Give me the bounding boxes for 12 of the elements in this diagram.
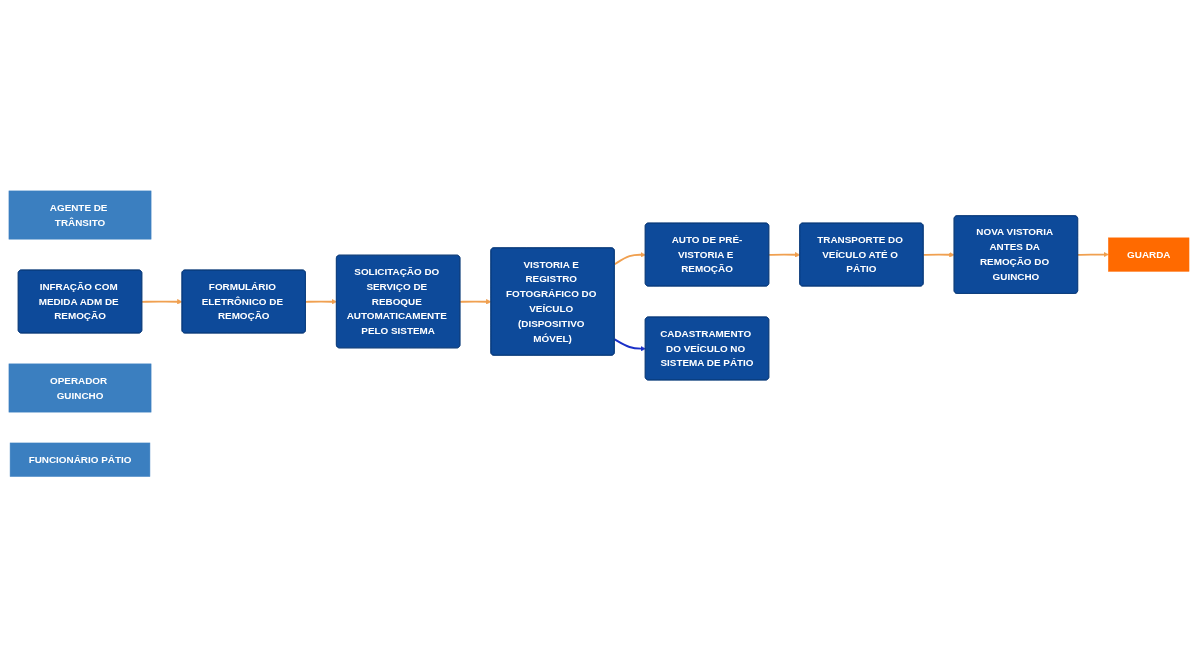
arrow <box>613 252 646 266</box>
arrow <box>768 252 801 258</box>
arrow <box>304 299 337 305</box>
arrow <box>922 252 955 258</box>
arrow <box>141 299 183 305</box>
arrow <box>613 338 646 352</box>
node-box: FUNCIONÁRIO PÁTIO <box>9 443 151 477</box>
arrow <box>1077 252 1109 258</box>
node-box: AGENTE DE TRÂNSITO <box>8 191 152 240</box>
node-box: OPERADOR GUINCHO <box>8 363 152 413</box>
arrow <box>459 299 492 305</box>
node-box: GUARDA <box>1108 237 1190 272</box>
